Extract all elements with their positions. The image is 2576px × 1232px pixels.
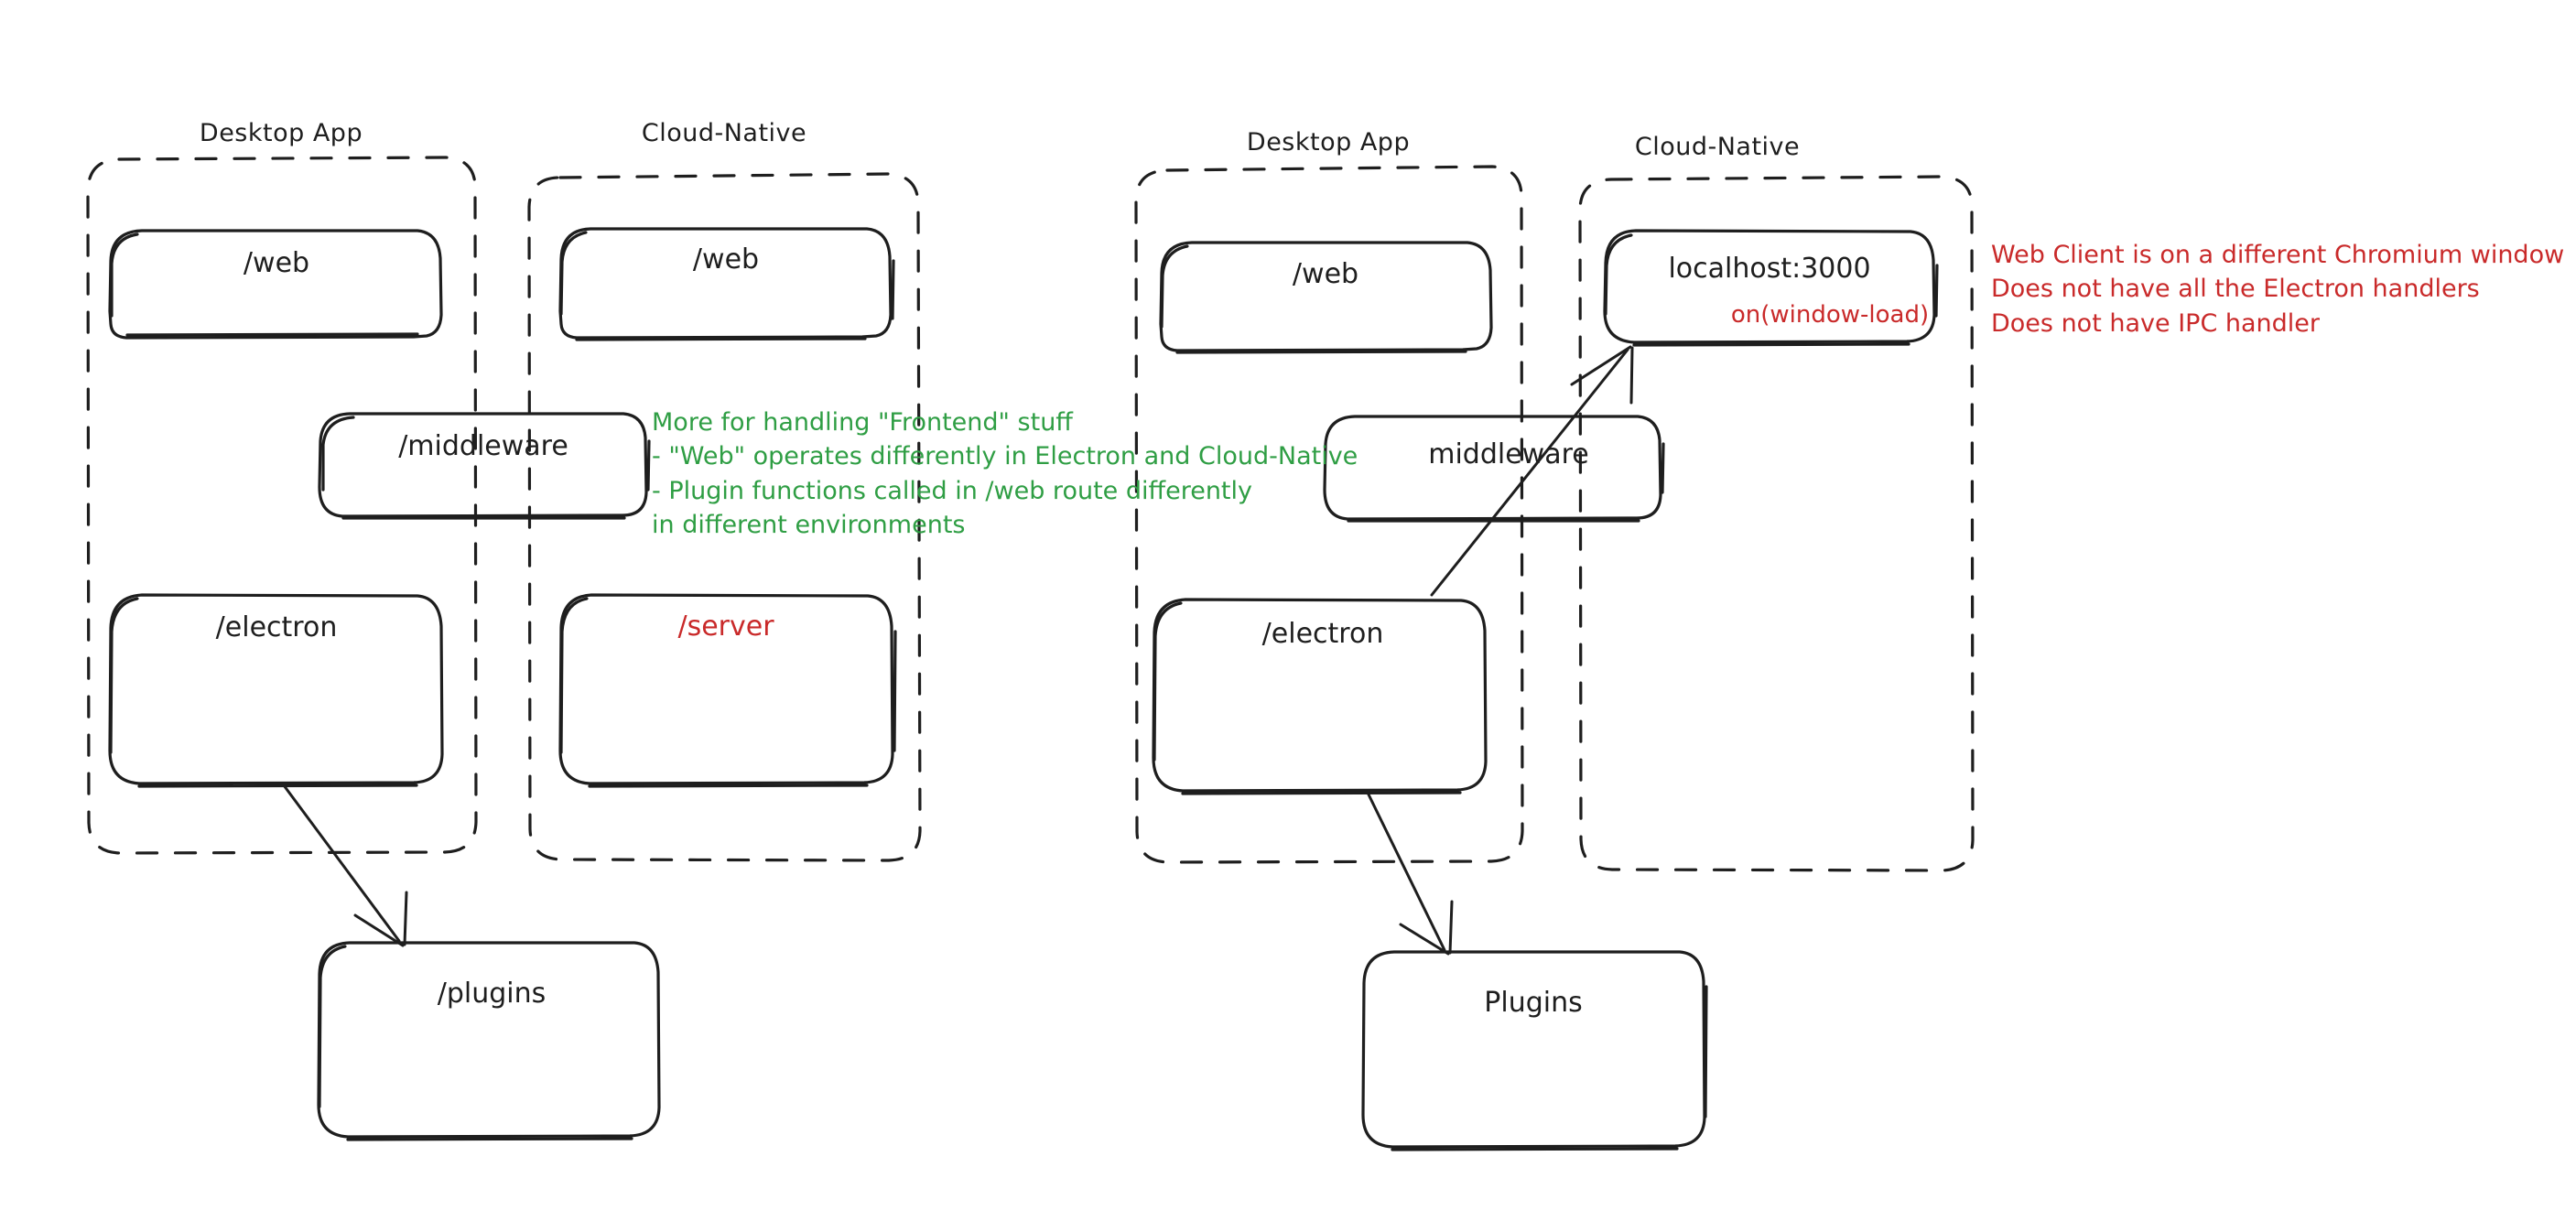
note-left-green-line-1: More for handling "Frontend" stuff — [652, 408, 1073, 437]
note-right-red: Web Client is on a different Chromium wi… — [1991, 238, 2564, 340]
node-label-right-middleware: middleware — [1428, 438, 1589, 470]
group-title-right-cloud: Cloud-Native — [1634, 133, 1801, 161]
node-label-left-plugins: /plugins — [437, 978, 547, 1010]
node-right-plugins — [1361, 950, 1708, 1151]
node-label-left-electron: /electron — [215, 611, 338, 643]
node-label-right-electron: /electron — [1261, 618, 1384, 650]
note-right-red-line-2: Does not have all the Electron handlers — [1991, 275, 2480, 304]
note-right-red-line-1: Web Client is on a different Chromium wi… — [1991, 241, 2565, 269]
group-title-left-cloud: Cloud-Native — [641, 119, 807, 147]
arrow-right-electron-to-plugins — [1367, 793, 1454, 956]
node-label-right-localhost: localhost:3000 — [1668, 253, 1871, 285]
node-label-left-cloud-web: /web — [692, 243, 760, 276]
group-title-right-desktop: Desktop App — [1246, 128, 1411, 157]
note-left-green-line-2: - "Web" operates differently in Electron… — [652, 442, 1358, 471]
arrow-left-electron-to-plugins — [282, 784, 408, 947]
node-label-right-desktop-web: /web — [1292, 258, 1359, 290]
node-label-left-desktop-web: /web — [243, 247, 310, 279]
note-left-green-line-3: - Plugin functions called in /web route … — [652, 476, 1253, 505]
node-label-left-middleware: /middleware — [398, 430, 568, 462]
node-label-left-server: /server — [677, 611, 774, 643]
note-left-green-line-4: in different environments — [652, 510, 966, 539]
node-sublabel-right-localhost: on(window-load) — [1730, 301, 1930, 329]
note-right-red-line-3: Does not have IPC handler — [1991, 308, 2321, 338]
note-left-green: More for handling "Frontend" stuff - "We… — [652, 405, 1358, 542]
node-label-right-plugins: Plugins — [1484, 987, 1583, 1019]
node-left-plugins — [317, 941, 661, 1141]
group-title-left-desktop: Desktop App — [199, 119, 363, 147]
